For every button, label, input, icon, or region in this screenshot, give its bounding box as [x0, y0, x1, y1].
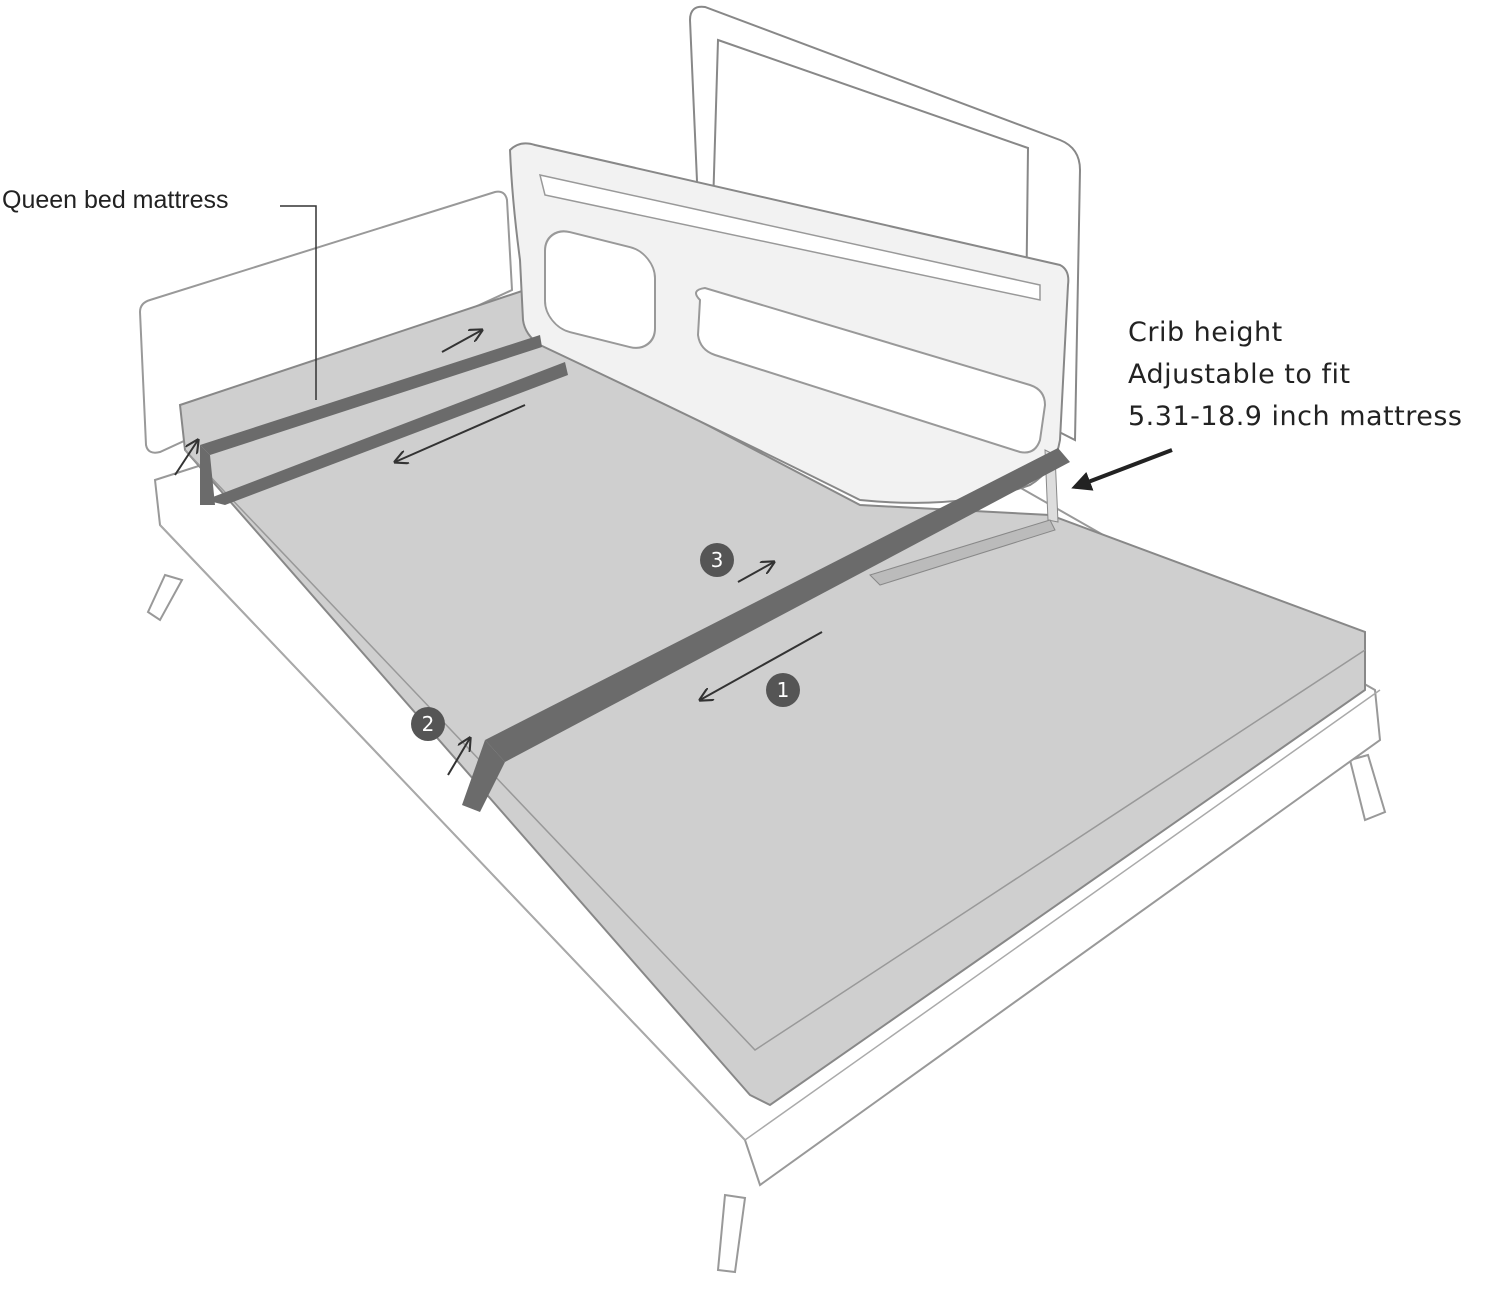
bed-legs [146, 573, 1387, 1274]
arrow-icon [737, 562, 774, 583]
crib-height-line-3: 5.31-18.9 inch mattress [1128, 401, 1463, 432]
mattress-label: Queen bed mattress [2, 186, 229, 214]
arrow-icon [441, 330, 482, 353]
strap-main-side [462, 740, 505, 812]
direction-arrows [174, 330, 823, 776]
step-badge-1: 1 [766, 673, 800, 707]
svg-text:2: 2 [422, 712, 435, 736]
svg-text:3: 3 [711, 548, 724, 572]
strap-top-side [200, 445, 215, 505]
crib-height-line-1: Crib height [1128, 317, 1283, 348]
arrow-icon [174, 440, 198, 476]
arrow-icon [700, 631, 823, 700]
mattress-leader-line [280, 205, 317, 400]
crib-height-label: Crib height Adjustable to fit 5.31-18.9 … [1128, 312, 1463, 438]
step-badge-2: 2 [411, 707, 445, 741]
strap-top-back [200, 335, 542, 455]
arrow-icon [447, 738, 470, 776]
crib-height-line-2: Adjustable to fit [1128, 359, 1351, 390]
arrow-icon [395, 404, 526, 462]
svg-text:1: 1 [777, 678, 790, 702]
straps [200, 335, 1070, 812]
step-badge-3: 3 [700, 543, 734, 577]
strap-top-front [205, 362, 568, 505]
strap-main [485, 448, 1070, 762]
crib-height-pointer-arrow [1071, 448, 1173, 491]
crib [508, 5, 1082, 586]
